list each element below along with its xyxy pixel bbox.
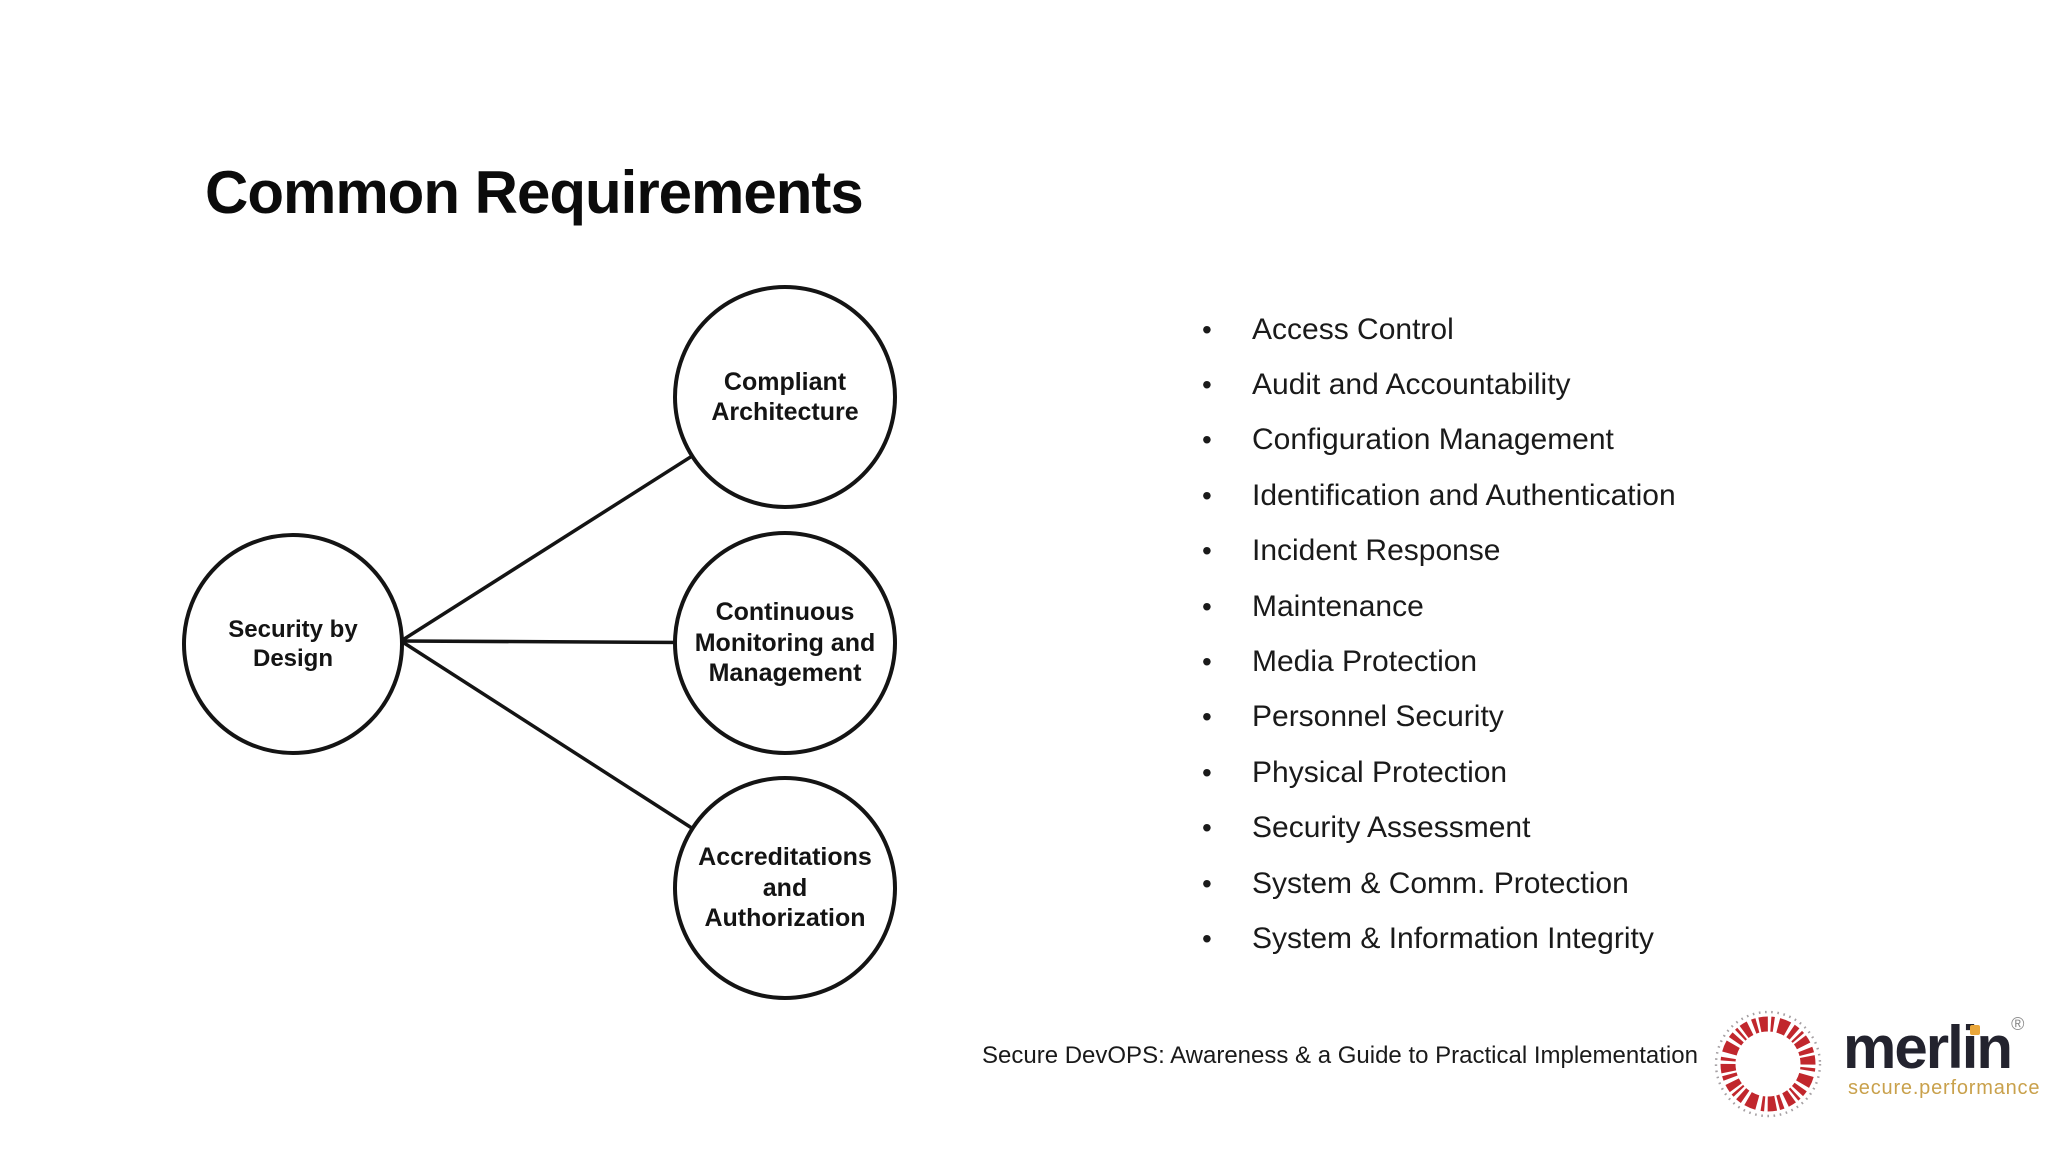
bullet-icon: • — [1202, 646, 1212, 678]
list-item-label: System & Comm. Protection — [1252, 866, 1629, 900]
merlin-logo: merlin® secure.performance — [1712, 1005, 2042, 1135]
list-item: • Access Control — [1202, 302, 1676, 357]
bullet-icon: • — [1202, 867, 1212, 899]
list-item: • System & Information Integrity — [1202, 911, 1676, 966]
brand-tagline: secure.performance — [1848, 1077, 2041, 1099]
node-label: Compliant Architecture — [711, 367, 859, 427]
node-label: Accreditations and Authorization — [698, 843, 872, 933]
brand-text: merlin — [1843, 1014, 2013, 1081]
node-label: Continuous Monitoring and Management — [694, 598, 876, 688]
list-item: • Maintenance — [1202, 579, 1676, 634]
list-item: • Security Assessment — [1202, 801, 1676, 856]
merlin-emblem-icon — [1714, 1010, 1822, 1118]
list-item-label: Access Control — [1252, 312, 1454, 346]
list-item-label: Incident Response — [1252, 534, 1501, 568]
list-item-label: Media Protection — [1252, 645, 1478, 679]
bullet-icon: • — [1202, 479, 1212, 511]
bullet-icon: • — [1202, 756, 1212, 788]
page-title: Common Requirements — [205, 159, 864, 226]
bullet-icon: • — [1202, 535, 1212, 567]
node-label: Security by Design — [228, 615, 358, 672]
node-continuous-monitoring: Continuous Monitoring and Management — [673, 531, 897, 755]
list-item: • Audit and Accountability — [1202, 357, 1676, 412]
list-item-label: Physical Protection — [1252, 755, 1508, 789]
list-item-label: Personnel Security — [1252, 700, 1504, 734]
list-item-label: Security Assessment — [1252, 811, 1531, 845]
bullet-icon: • — [1202, 369, 1212, 401]
brand-wordmark: merlin® — [1843, 1013, 2024, 1082]
list-item: • Identification and Authentication — [1202, 468, 1676, 523]
list-item-label: Audit and Accountability — [1252, 368, 1571, 402]
list-item: • Media Protection — [1202, 634, 1676, 689]
list-item-label: System & Information Integrity — [1252, 921, 1654, 955]
node-security-by-design: Security by Design — [182, 533, 404, 755]
list-item-label: Maintenance — [1252, 589, 1424, 623]
bullet-icon: • — [1202, 313, 1212, 345]
node-accreditations-authorization: Accreditations and Authorization — [673, 776, 897, 1000]
list-item: • Configuration Management — [1202, 413, 1676, 468]
registered-mark: ® — [2011, 1014, 2025, 1034]
list-item: • Personnel Security — [1202, 690, 1676, 745]
node-compliant-architecture: Compliant Architecture — [673, 285, 897, 509]
list-item-label: Identification and Authentication — [1252, 478, 1676, 512]
gold-dot-icon — [1970, 1025, 1981, 1035]
bullet-icon: • — [1202, 424, 1212, 456]
list-item: • Physical Protection — [1202, 745, 1676, 800]
list-item: • System & Comm. Protection — [1202, 856, 1676, 911]
bullet-icon: • — [1202, 922, 1212, 954]
slide-footer: Secure DevOPS: Awareness & a Guide to Pr… — [982, 1042, 1698, 1069]
list-item: • Incident Response — [1202, 524, 1676, 579]
requirements-list: • Access Control • Audit and Accountabil… — [1202, 302, 1676, 967]
bullet-icon: • — [1202, 590, 1212, 622]
bullet-icon: • — [1202, 812, 1212, 844]
list-item-label: Configuration Management — [1252, 423, 1614, 457]
bullet-icon: • — [1202, 701, 1212, 733]
